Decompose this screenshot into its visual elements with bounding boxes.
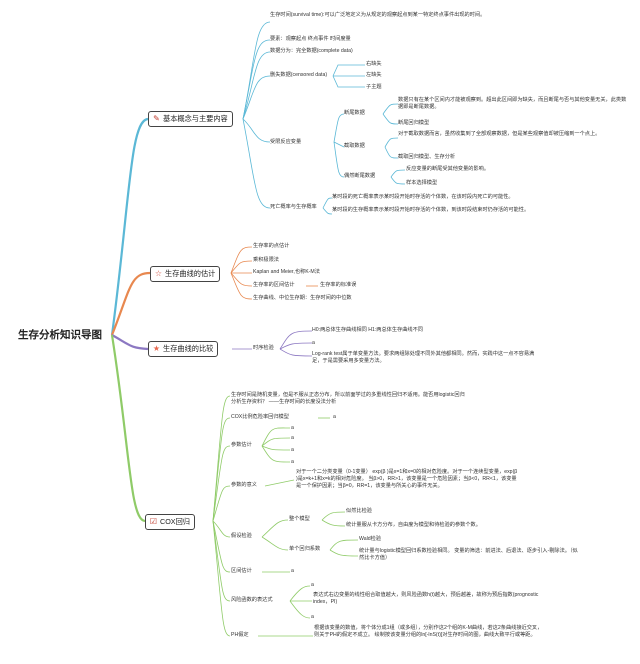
node-data-types: 数据分为：完全数据(complete data) bbox=[270, 48, 353, 54]
node-response-variable: 受限反应变量 bbox=[270, 139, 302, 145]
node-death-desc: 某时段的死亡概率表示某时段开始时存活的个体数，在该时段内死亡的可能性。 bbox=[332, 194, 514, 200]
node-median-survival: 生存曲线、中位生存期：生存时间的中位数 bbox=[253, 295, 352, 301]
node-chi-square: 统计量服从卡方分布，自由度为模型和待检验的参数个数。 bbox=[346, 522, 481, 528]
node-hypotheses: H0:两总体生存曲线相同 H1:两总体生存曲线不同 bbox=[312, 327, 423, 333]
node-wald-desc: 统计量与logistic模型回归系数检验相同。 变量的筛选：前进法、后退法、逐步… bbox=[359, 548, 578, 562]
node-ph-desc: 根据该变量的数值，将个体分成1组（或多组），分别作这2个组的K-M曲线，若这2条… bbox=[314, 625, 543, 639]
star-filled-icon: ★ bbox=[152, 344, 161, 353]
node-product-limit: 乘积极限法 bbox=[253, 257, 279, 263]
node-param-meaning: 参数的意义 bbox=[231, 482, 257, 488]
node-risk-a2: a bbox=[311, 614, 314, 620]
node-wald: Wald检验 bbox=[359, 536, 382, 542]
check-box-icon: ☑ bbox=[149, 517, 158, 526]
star-outline-icon: ☆ bbox=[154, 269, 163, 278]
node-subtopic: 子主题 bbox=[366, 84, 382, 90]
node-death-rate: 死亡概率与生存概率 bbox=[270, 204, 317, 210]
node-ph-assumption: PH假定 bbox=[231, 632, 249, 638]
node-incidental-desc: 反应变量的断尾受其他变量的影响。 bbox=[406, 166, 490, 172]
node-truncated-model: 断尾回归模型 bbox=[398, 120, 430, 126]
node-param-desc: 对于一个二分类变量（0-1变量） exp(β )是x=1和x=0的相对危险度。对… bbox=[296, 469, 518, 490]
node-log-rank: 时序检验 bbox=[253, 345, 274, 351]
node-elements: 要素：观察起点 终点事件 时间度量 bbox=[270, 36, 351, 42]
root-topic: 生存分析知识导图 bbox=[18, 329, 102, 341]
node-cox-model-a: a bbox=[333, 414, 336, 420]
topic-basic-concepts[interactable]: ✎基本概念与主要内容 bbox=[148, 111, 233, 127]
node-left-censored: 左缺失 bbox=[366, 72, 382, 78]
node-a: a bbox=[312, 340, 315, 346]
node-incidental: 偶然断尾数据 bbox=[344, 173, 376, 179]
node-logrank-desc: Log-rank test属于单变量方法。要求两组除处理不同外其他都相同。然而，… bbox=[312, 351, 535, 365]
node-survive-desc: 某时段的生存概率表示某时段开始时存活的个体数，到该时段结束时仍存活的可能性。 bbox=[332, 207, 530, 213]
node-param-a2: a bbox=[291, 435, 294, 441]
node-cut-desc: 对于截取数据而言，虽然收集到了全部观察数据，但是某些观察值却被压缩到一个点上。 bbox=[398, 131, 601, 137]
node-interval-a: a bbox=[291, 568, 294, 574]
node-kaplan-meier: Kaplan and Meier,也称K-M法 bbox=[253, 269, 320, 275]
node-cox-intro: 生存时间是随机变量，但是不服从正态分布，所以前面学过的多重线性回归不适用。能否用… bbox=[231, 392, 465, 406]
topic-cox-regression[interactable]: ☑COX回归 bbox=[145, 514, 195, 530]
node-risk-desc: 表达式右边变量的线性组合取值越大，则风险函数h(t)越大，预后越差，故称为预后指… bbox=[313, 592, 539, 606]
node-param-a1: a bbox=[291, 425, 294, 431]
node-param-a3: a bbox=[291, 447, 294, 453]
node-survival-time: 生存时间(survival time):可以广泛地定义为从规定的观察起点到某一特… bbox=[270, 12, 486, 18]
node-cox-model: COX比例危险率回归模型 bbox=[231, 414, 289, 420]
node-likelihood-ratio: 似然比检验 bbox=[346, 508, 372, 514]
node-param-a4: a bbox=[291, 459, 294, 465]
node-censored: 删失数据(censored data) bbox=[270, 72, 328, 78]
node-risk-a1: a bbox=[311, 582, 314, 588]
node-truncated-desc: 数据只有在某个区间内才能被观察到。超出此区间即为缺失，而且断尾与否与其他变量无关… bbox=[398, 97, 627, 111]
topic-curve-comparison[interactable]: ★生存曲线的比较 bbox=[148, 341, 219, 357]
node-point-estimate: 生存率的点估计 bbox=[253, 243, 290, 249]
node-truncated: 断尾数据 bbox=[344, 110, 365, 116]
checklist-icon: ✎ bbox=[153, 114, 160, 123]
node-interval-estimate: 生存率的区间估计 bbox=[253, 282, 295, 288]
node-whole-model: 整个模型 bbox=[289, 516, 310, 522]
topic-curve-estimation[interactable]: ☆生存曲线的估计 bbox=[150, 266, 221, 282]
node-cut: 截取数据 bbox=[344, 143, 365, 149]
node-standard-error: 生存率的标准误 bbox=[320, 282, 357, 288]
node-risk-expr: 风险函数的表达式 bbox=[231, 597, 273, 603]
node-hypothesis-test: 假设检验 bbox=[231, 533, 252, 539]
node-sample-select: 样本选择模型 bbox=[406, 180, 438, 186]
node-cut-model: 截取回归模型、生存分析 bbox=[398, 154, 456, 160]
node-right-censored: 右缺失 bbox=[366, 61, 382, 67]
node-single-coef: 单个回归系数 bbox=[289, 546, 321, 552]
node-param-estimate: 参数估计 bbox=[231, 442, 252, 448]
node-interval: 区间估计 bbox=[231, 568, 252, 574]
